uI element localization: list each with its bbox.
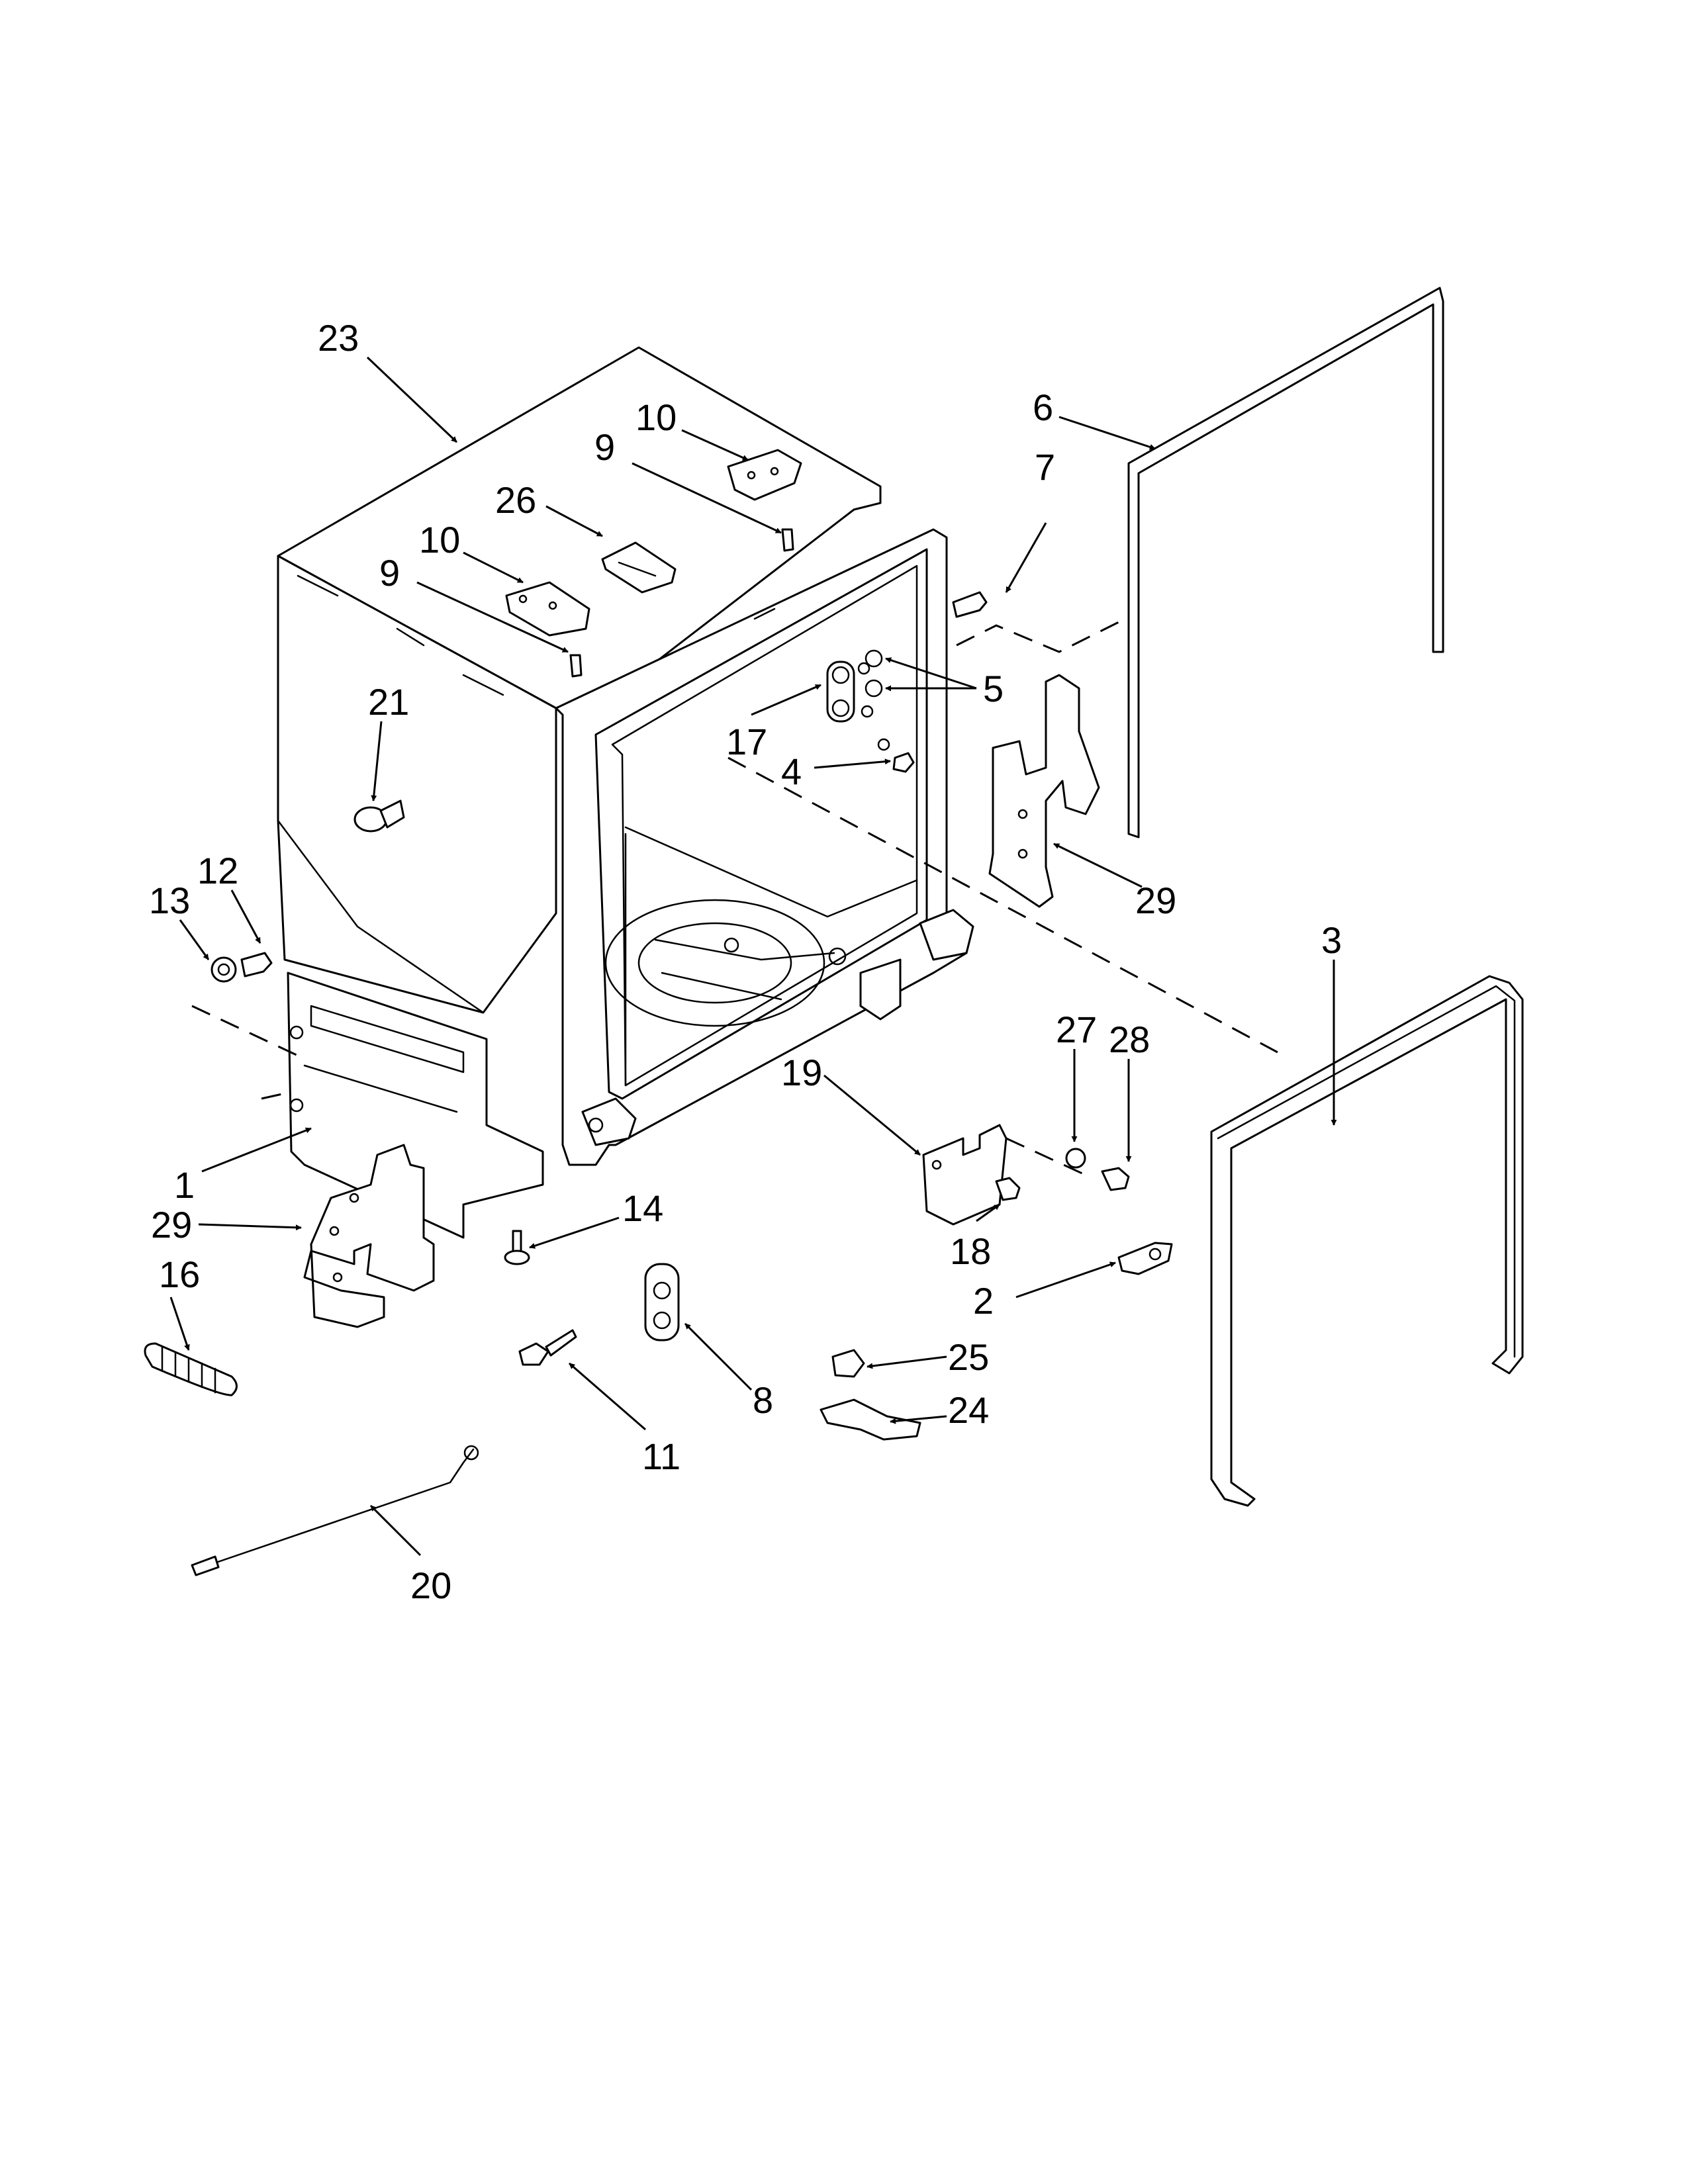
- tub-gasket-6: [1127, 287, 1444, 839]
- alignment-line-bracket: [1006, 1137, 1093, 1179]
- callout-1: 1: [174, 1164, 195, 1206]
- callout-26: 26: [495, 479, 536, 521]
- alignment-line-door: [727, 756, 1278, 1054]
- callout-19: 19: [781, 1052, 822, 1093]
- float-8: [644, 1263, 680, 1342]
- bolt-11: [518, 1329, 577, 1366]
- dishwasher-tub: [277, 346, 974, 1239]
- callout-21: 21: [368, 681, 409, 723]
- callout-3: 3: [1321, 919, 1342, 961]
- latch-2: [1117, 1242, 1173, 1275]
- callout-2: 2: [973, 1280, 994, 1322]
- callout-7: 7: [1035, 446, 1055, 488]
- cap-13: [211, 956, 237, 983]
- callout-18: 18: [950, 1230, 991, 1272]
- bracket-10-top: [727, 449, 802, 501]
- callout-6: 6: [1033, 387, 1053, 428]
- callout-17: 17: [726, 721, 767, 762]
- alignment-line-hinge: [261, 1091, 292, 1100]
- bracket-24: [820, 1398, 921, 1441]
- callout-23: 23: [318, 317, 359, 359]
- screw-9-lower: [569, 654, 583, 678]
- callout-10: 10: [419, 519, 460, 561]
- foot-14: [504, 1230, 530, 1265]
- callout-27: 27: [1056, 1009, 1097, 1050]
- valve-17: [826, 660, 855, 723]
- spring-16: [144, 1342, 238, 1396]
- callout-29: 29: [151, 1204, 192, 1246]
- callout-29: 29: [1135, 880, 1176, 921]
- hinge-bracket-29-right: [988, 674, 1100, 908]
- screw-7: [952, 591, 988, 618]
- bracket-10-lower: [505, 581, 590, 637]
- washer-27: [1065, 1148, 1086, 1169]
- callout-4: 4: [781, 751, 802, 792]
- nut-4: [892, 752, 915, 773]
- switch-25: [831, 1349, 865, 1378]
- screw-12: [240, 952, 273, 978]
- door-gasket-3: [1210, 975, 1524, 1507]
- leader-lines: [169, 356, 1337, 1557]
- screw-18: [995, 1177, 1021, 1201]
- callout-12: 12: [197, 850, 238, 891]
- callout-10: 10: [635, 396, 677, 438]
- callout-16: 16: [159, 1253, 200, 1295]
- wire-harness-20: [191, 1445, 479, 1576]
- callout-9: 9: [594, 426, 615, 468]
- callout-14: 14: [622, 1187, 663, 1229]
- bracket-19: [922, 1124, 1008, 1226]
- screw-28: [1101, 1167, 1130, 1191]
- callout-25: 25: [948, 1336, 989, 1378]
- alignment-line-cap: [191, 1005, 299, 1057]
- grommet-21: [353, 799, 405, 833]
- washers-5: [865, 649, 883, 698]
- callout-28: 28: [1109, 1019, 1150, 1060]
- alignment-line-gasket: [956, 617, 1126, 653]
- callout-20: 20: [410, 1565, 451, 1606]
- callout-labels: 23 10 9 26 10 9 6 7 5 17 4 21 29 3 13 12…: [149, 317, 1342, 1606]
- clip-26: [601, 541, 677, 594]
- callout-24: 24: [948, 1389, 989, 1431]
- callout-8: 8: [753, 1379, 773, 1421]
- callout-11: 11: [642, 1435, 680, 1477]
- callout-5: 5: [983, 668, 1004, 709]
- screw-9-top: [781, 528, 794, 552]
- callout-9: 9: [379, 552, 400, 594]
- callout-13: 13: [149, 880, 190, 921]
- hinge-bracket-29-left: [303, 1144, 435, 1328]
